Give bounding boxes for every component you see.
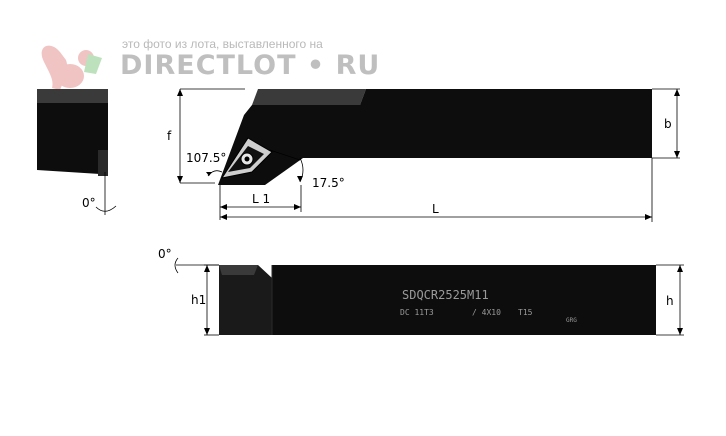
dim-f-label: f <box>167 129 172 143</box>
angle-entering-label: 107.5° <box>186 151 226 165</box>
dim-L-label: L <box>432 202 439 216</box>
model-engraving: SDQCR2525M11 <box>402 288 489 302</box>
dim-h1-label: h1 <box>191 293 206 307</box>
insert-icon <box>220 137 273 179</box>
end-view: 0° <box>37 89 117 215</box>
dim-L1-label: L 1 <box>252 192 270 206</box>
dim-h-label: h <box>666 294 674 308</box>
dim-b-label: b <box>664 117 672 131</box>
end-view-zero-angle-label: 0° <box>82 196 96 210</box>
key-engraving: T15 <box>518 308 533 317</box>
small-engraving: GRG <box>566 317 577 324</box>
insert-engraving: DC 11T3 <box>400 308 434 317</box>
watermark-brand: DIRECTLOT • RU <box>120 50 381 81</box>
side-view: SDQCR2525M11 DC 11T3 / 4X10 T15 GRG 0° h… <box>158 247 684 336</box>
watermark-caption: это фото из лота, выставленного на <box>122 37 323 51</box>
squirrel-logo-icon <box>41 45 102 90</box>
top-view: f 107.5° 17.5° L 1 L b <box>167 88 680 222</box>
screw-engraving: / 4X10 <box>472 308 501 317</box>
angle-clearance-label: 17.5° <box>312 176 345 190</box>
side-view-zero-angle-label: 0° <box>158 247 172 261</box>
